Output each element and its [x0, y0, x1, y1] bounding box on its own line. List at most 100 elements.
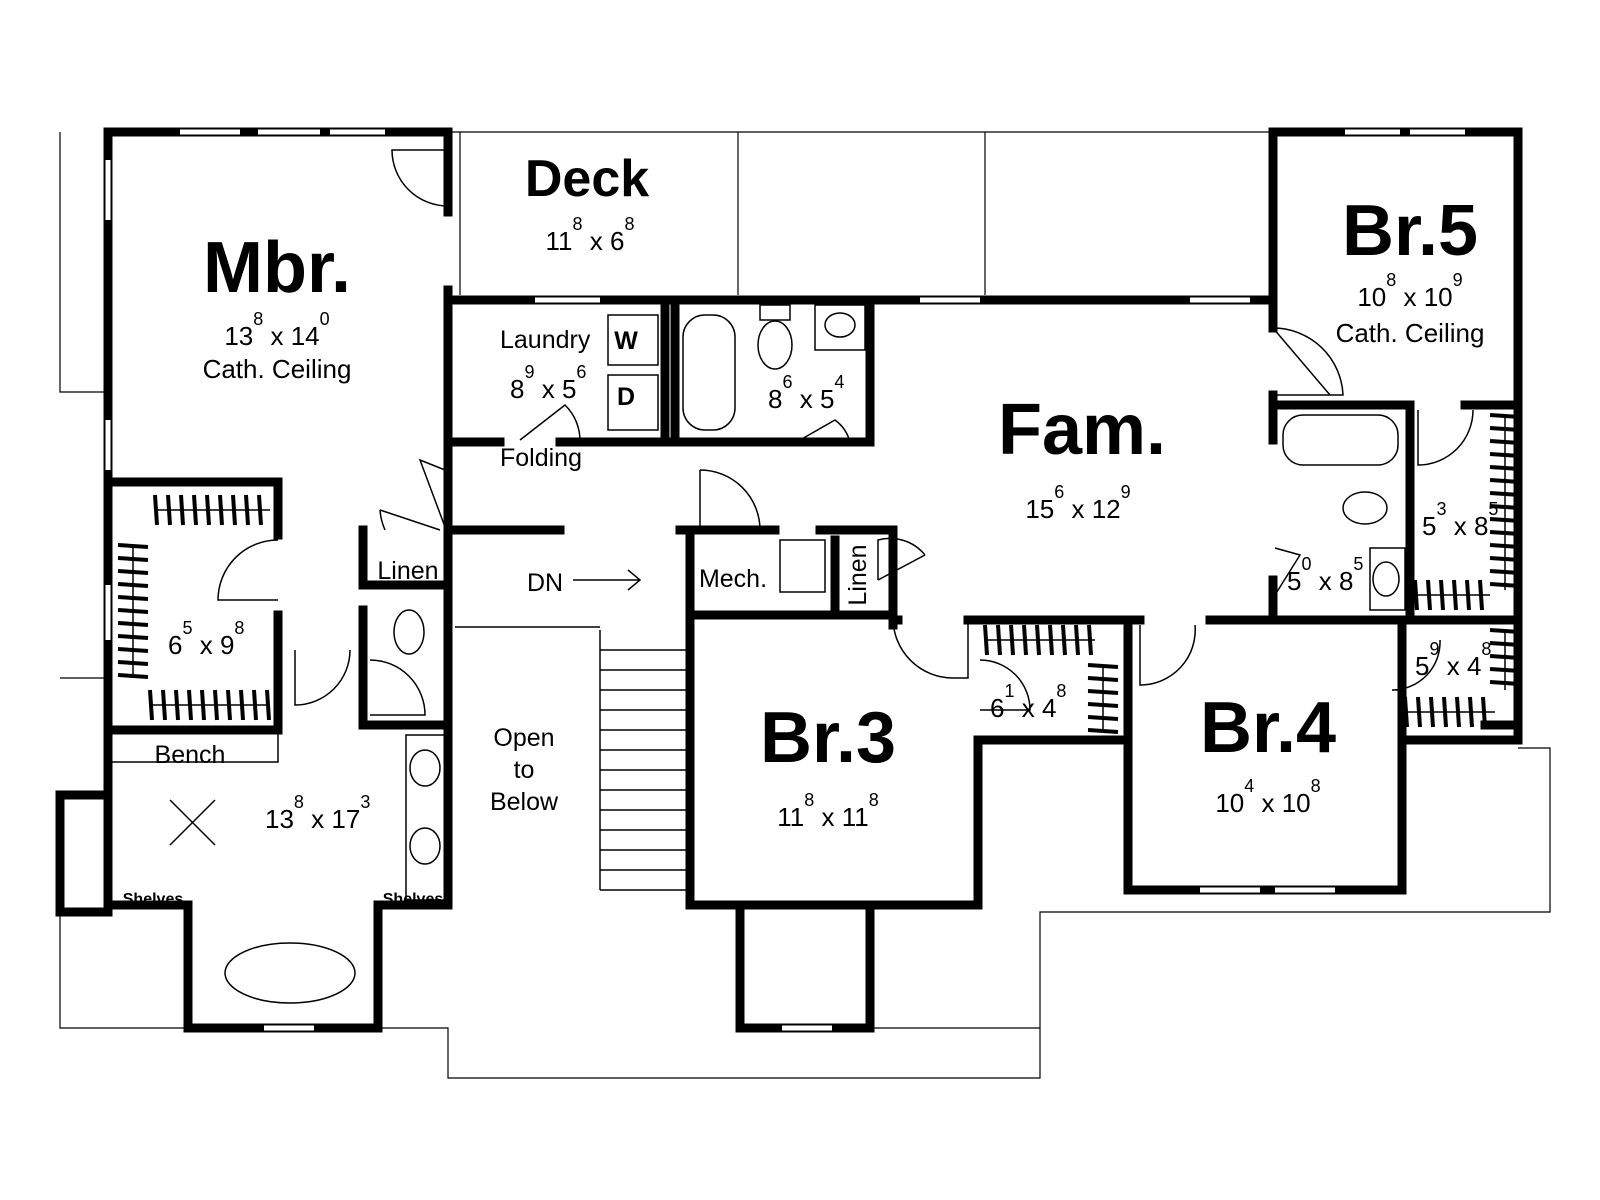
hanger-icon [1489, 641, 1521, 647]
hanger-icon [148, 689, 154, 721]
hanger-icon [192, 494, 198, 526]
hanger-icon [1465, 579, 1471, 611]
wall [358, 605, 453, 730]
sink-icon [824, 312, 856, 338]
hanger-icon [996, 624, 1002, 656]
hanger-icon [1489, 628, 1521, 634]
hanger-icon [1009, 624, 1015, 656]
hanger-icon [1087, 689, 1119, 695]
room-dim-br3-closet: 61 x 48 [990, 681, 1066, 723]
room-dim-deck: 118 x 68 [546, 214, 635, 256]
sink-icon [1372, 561, 1400, 597]
hanger-icon [117, 673, 149, 679]
sink-icon [409, 749, 441, 787]
bathtub-icon [1282, 414, 1399, 466]
hanger-icon [179, 494, 185, 526]
room-dim-laundry: 89 x 56 [510, 362, 586, 404]
hanger-icon [1489, 452, 1521, 458]
hanger-icon [1489, 517, 1521, 523]
vanity-icon [405, 734, 447, 901]
hanger-icon [166, 494, 172, 526]
hanger-icon [1416, 696, 1422, 728]
hanger-icon [1489, 530, 1521, 536]
hanger-icon [117, 556, 149, 562]
linen-label-2: Linen [844, 544, 872, 605]
toilet-icon [1342, 491, 1388, 525]
toilet-tank-icon [759, 304, 791, 321]
room-dim-br5-closet: 53 x 85 [1422, 499, 1498, 541]
hanger-icon [1087, 663, 1119, 669]
sink-counter-icon [1369, 547, 1406, 611]
door-swing [1391, 639, 1441, 691]
room-name-br5: Br.5 [1342, 191, 1478, 271]
stair-down-label: DN [527, 569, 563, 597]
furnace-icon [779, 539, 826, 593]
hanger-icon [117, 608, 149, 614]
hanger-icon [1489, 491, 1521, 497]
hanger-icon [187, 689, 193, 721]
door-swing [379, 509, 441, 531]
room-note-mbr: Cath. Ceiling [203, 354, 352, 384]
wall [55, 790, 113, 917]
door-swing [391, 149, 449, 207]
hanger-icon [226, 689, 232, 721]
hanger-icon [1468, 696, 1474, 728]
hanger-icon [1489, 478, 1521, 484]
open-to-below-line2: to [514, 756, 535, 784]
bathtub-icon [224, 942, 356, 1004]
folding-label: Folding [500, 444, 582, 472]
wall [183, 900, 453, 1033]
room-dim-br4: 104 x 108 [1215, 776, 1320, 818]
hanger-icon [161, 689, 167, 721]
wall [1123, 720, 1523, 895]
wall [103, 477, 283, 540]
stair-arrow-icon [573, 569, 642, 591]
hanger-icon [1452, 579, 1458, 611]
hanger-icon [117, 660, 149, 666]
hanger-icon [239, 689, 245, 721]
bathtub-icon [682, 314, 736, 431]
room-dim-mbr: 138 x 140 [224, 309, 329, 351]
hanger-icon [1481, 696, 1487, 728]
fixtures [105, 129, 1521, 1031]
door-swing [519, 404, 581, 443]
room-name-fam: Fam. [998, 390, 1166, 470]
shelves-left-label: Shelves [123, 891, 184, 908]
room-dim-br3: 118 x 118 [777, 790, 878, 832]
hanger-icon [1455, 696, 1461, 728]
hanger-icon [1087, 728, 1119, 734]
hanger-icon [231, 494, 237, 526]
washer-label: W [614, 327, 638, 355]
hanger-icon [1489, 556, 1521, 562]
hanger-icon [265, 689, 271, 721]
hanger-icon [1489, 439, 1521, 445]
outline-line [59, 912, 188, 1029]
linen-label-1: Linen [377, 557, 438, 585]
door-swing [418, 458, 449, 536]
room-name-br3: Br.3 [760, 698, 896, 778]
hanger-icon [1074, 624, 1080, 656]
hanger-icon [117, 647, 149, 653]
room-note-br5: Cath. Ceiling [1336, 318, 1485, 348]
hanger-icon [1439, 579, 1445, 611]
door-swing [892, 617, 969, 679]
hanger-icon [1489, 654, 1521, 660]
hanger-icon [1489, 543, 1521, 549]
hanger-icon [1429, 696, 1435, 728]
door-swing [369, 659, 426, 716]
door-swing [699, 469, 761, 531]
hanger-icon [252, 689, 258, 721]
hanger-icon [257, 494, 263, 526]
hanger-icon [117, 582, 149, 588]
door-swing [294, 649, 351, 706]
open-to-below-line3: Below [490, 788, 559, 816]
open-to-below-line1: Open [493, 724, 554, 752]
toilet-icon [757, 320, 793, 370]
room-name-laundry: Laundry [500, 326, 591, 354]
hanger-icon [1087, 702, 1119, 708]
room-name-mbr: Mbr. [203, 228, 351, 308]
hanger-icon [244, 494, 250, 526]
hanger-icon [1022, 624, 1028, 656]
wall [443, 285, 1278, 305]
